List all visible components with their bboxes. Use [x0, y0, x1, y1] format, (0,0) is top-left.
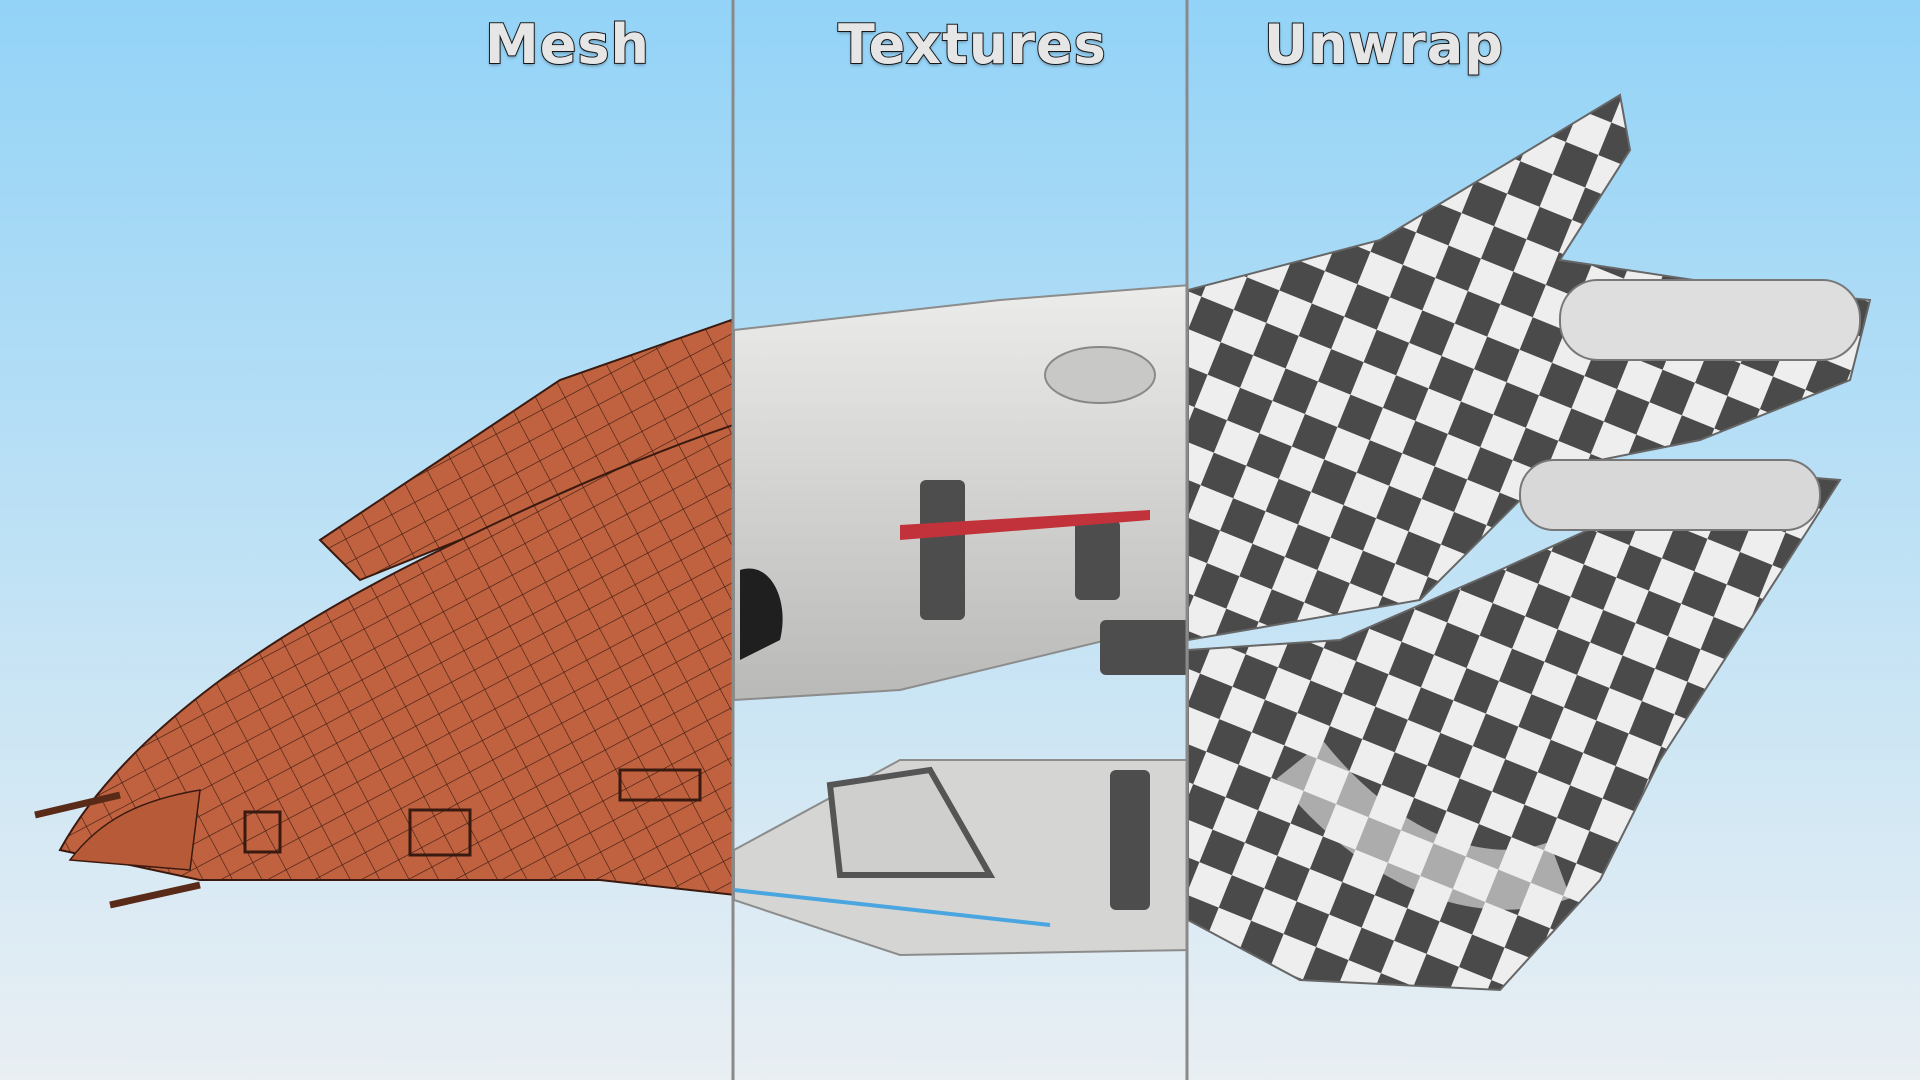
label-textures: Textures	[837, 12, 1107, 77]
label-unwrap: Unwrap	[1263, 12, 1504, 77]
unwrap-spaceship	[1188, 93, 1872, 992]
label-mesh: Mesh	[484, 12, 650, 77]
textured-spaceship	[734, 284, 1186, 957]
mesh-spaceship	[34, 318, 732, 909]
